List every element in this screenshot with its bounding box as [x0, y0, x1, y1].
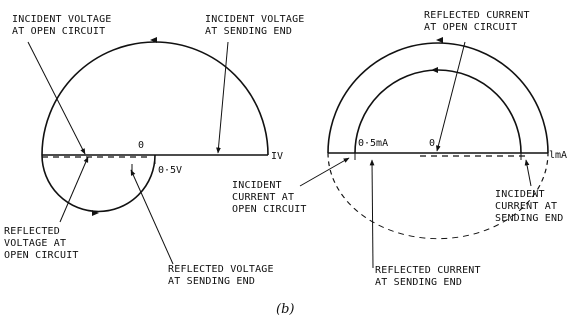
label-reflected-current-sending-2: AT SENDING END [375, 277, 462, 288]
leader-incident-voltage-open [27, 41, 86, 155]
label-reflected-current-open-1: REFLECTED CURRENT [424, 10, 530, 21]
reflected-current-direction-arrow [431, 67, 438, 73]
label-current-half: 0·5mA [358, 138, 388, 149]
leader-reflected-voltage-open [59, 156, 89, 223]
current-locus-diagram: REFLECTED CURRENT AT OPEN CIRCUIT 0 0·5m… [232, 10, 567, 288]
label-incident-voltage-open-2: AT OPEN CIRCUIT [12, 26, 105, 37]
incident-voltage-locus [41, 41, 269, 156]
label-reflected-voltage-sending-2: AT SENDING END [168, 276, 255, 287]
incident-current-locus [327, 42, 549, 154]
leader-reflected-current-sending [369, 159, 375, 269]
label-reflected-voltage-sending-1: REFLECTED VOLTAGE [168, 264, 274, 275]
voltage-locus-diagram: INCIDENT VOLTAGE AT OPEN CIRCUIT INCIDEN… [4, 14, 305, 287]
label-voltage-scale-max: IV [271, 151, 283, 162]
label-incident-current-open-2: CURRENT AT [232, 192, 294, 203]
incident-voltage-direction-arrow [150, 37, 157, 43]
label-reflected-current-open-2: AT OPEN CIRCUIT [424, 22, 517, 33]
reflected-voltage-direction-arrow [92, 210, 99, 216]
label-reflected-voltage-open-3: OPEN CIRCUIT [4, 250, 79, 261]
leader-incident-current-sending [524, 159, 532, 187]
label-reflected-current-sending-1: REFLECTED CURRENT [375, 265, 481, 276]
label-incident-voltage-open-1: INCIDENT VOLTAGE [12, 14, 112, 25]
label-incident-current-open-3: OPEN CIRCUIT [232, 204, 307, 215]
label-incident-current-sending-2: CURRENT AT [495, 201, 557, 212]
label-incident-voltage-sending-2: AT SENDING END [205, 26, 292, 37]
label-incident-current-open-1: INCIDENT [232, 180, 282, 191]
leader-incident-voltage-sending [216, 41, 229, 154]
label-reflected-voltage-open-1: REFLECTED [4, 226, 60, 237]
label-reflected-voltage-open-2: VOLTAGE AT [4, 238, 66, 249]
label-current-scale-max: lmA [549, 150, 567, 161]
label-voltage-half: 0·5V [158, 165, 182, 176]
leader-incident-current-open [299, 157, 350, 187]
figure-caption: (b) [276, 302, 294, 317]
label-incident-current-sending-1: INCIDENT [495, 189, 545, 200]
label-voltage-origin: 0 [138, 140, 144, 151]
incident-current-direction-arrow [436, 37, 443, 43]
leader-reflected-voltage-sending [130, 169, 174, 265]
leader-reflected-current-open [436, 41, 466, 152]
label-current-origin: 0 [429, 138, 435, 149]
label-incident-voltage-sending-1: INCIDENT VOLTAGE [205, 14, 305, 25]
label-incident-current-sending-3: SENDING END [495, 213, 563, 224]
reflected-voltage-locus [41, 154, 156, 213]
